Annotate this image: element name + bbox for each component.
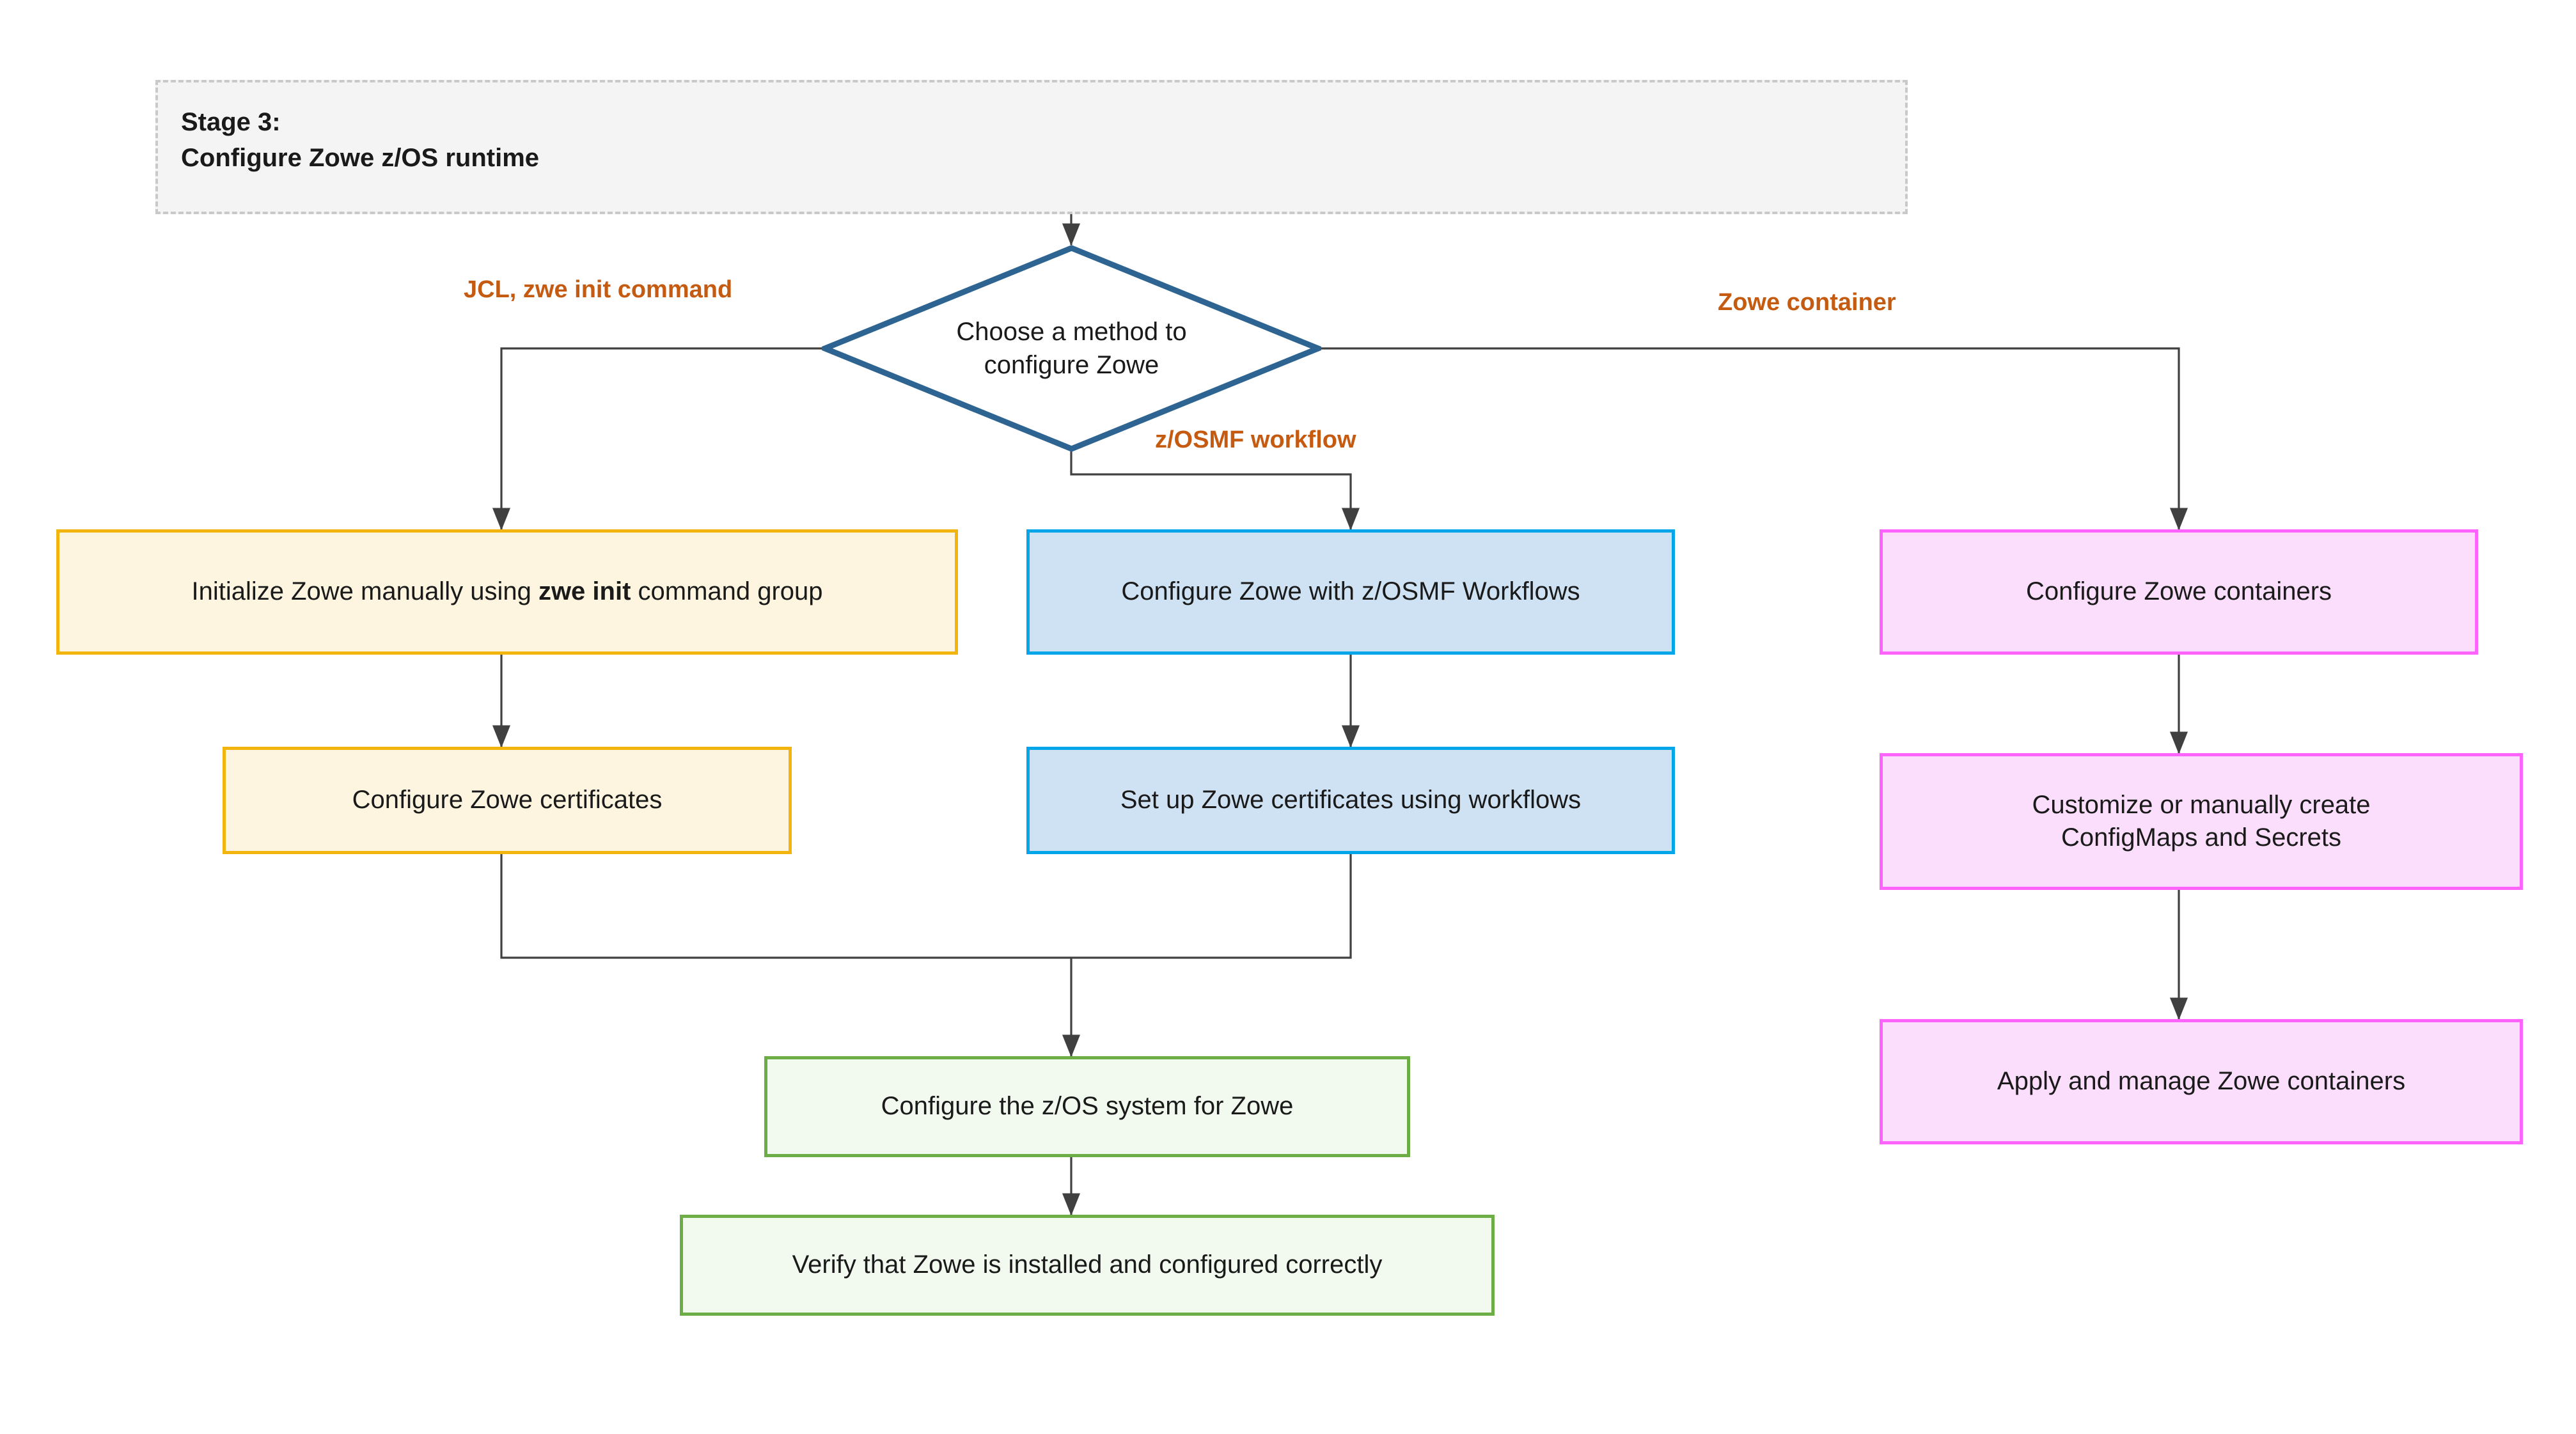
node-apply-and-manage-zowe-containers[interactable]: Apply and manage Zowe containers [1880, 1019, 2523, 1144]
edge-label-jcl: JCL, zwe init command [464, 276, 733, 303]
node-set-up-zowe-certificates-using-workflows-label: Set up Zowe certificates using workflows [1120, 786, 1582, 814]
node-configure-zowe-certificates[interactable]: Configure Zowe certificates [223, 747, 792, 854]
node-apply-and-manage-zowe-containers-label: Apply and manage Zowe containers [1997, 1067, 2406, 1096]
node-configure-zowe-certificates-label: Configure Zowe certificates [352, 786, 663, 814]
node-configure-zos-system-for-zowe-label: Configure the z/OS system for Zowe [881, 1092, 1294, 1121]
edge-label-container: Zowe container [1718, 289, 1896, 316]
stage-banner: Stage 3: Configure Zowe z/OS runtime [155, 80, 1908, 214]
merge-rails [500, 853, 1352, 959]
node-configure-zowe-containers[interactable]: Configure Zowe containers [1880, 529, 2478, 655]
node-configure-zowe-with-zosmf-workflows[interactable]: Configure Zowe with z/OSMF Workflows [1026, 529, 1675, 655]
edge-label-zosmf: z/OSMF workflow [1155, 426, 1356, 453]
node-set-up-zowe-certificates-using-workflows[interactable]: Set up Zowe certificates using workflows [1026, 747, 1675, 854]
node-configure-zowe-containers-label: Configure Zowe containers [2025, 577, 2332, 606]
diamond-shape [822, 245, 1321, 452]
node-verify-zowe-installed-configured[interactable]: Verify that Zowe is installed and config… [680, 1215, 1495, 1316]
node-verify-zowe-installed-configured-label: Verify that Zowe is installed and config… [792, 1251, 1383, 1279]
decision-choose-method[interactable]: Choose a method to configure Zowe [822, 245, 1321, 452]
node-initialize-zowe-manually-label: Initialize Zowe manually using zwe init … [191, 575, 822, 608]
node-customize-configmaps-and-secrets[interactable]: Customize or manually create ConfigMaps … [1880, 753, 2523, 890]
label-part-pre: Initialize Zowe manually using [191, 577, 538, 606]
node-customize-configmaps-and-secrets-label: Customize or manually create ConfigMaps … [2032, 790, 2371, 852]
connector-decision-to-container [1321, 347, 2188, 531]
merge-rail-path [500, 853, 1352, 959]
stage-banner-label: Stage 3: Configure Zowe z/OS runtime [181, 108, 540, 172]
label-part-post: command group [631, 577, 823, 606]
node-configure-zowe-with-zosmf-workflows-label: Configure Zowe with z/OSMF Workflows [1121, 577, 1580, 606]
decision-label: Choose a method to configure Zowe [956, 318, 1187, 379]
label-part-bold: zwe init [538, 577, 631, 606]
connector-decision-to-jcl [492, 347, 822, 531]
node-configure-zos-system-for-zowe[interactable]: Configure the z/OS system for Zowe [764, 1056, 1410, 1157]
node-initialize-zowe-manually[interactable]: Initialize Zowe manually using zwe init … [56, 529, 958, 655]
